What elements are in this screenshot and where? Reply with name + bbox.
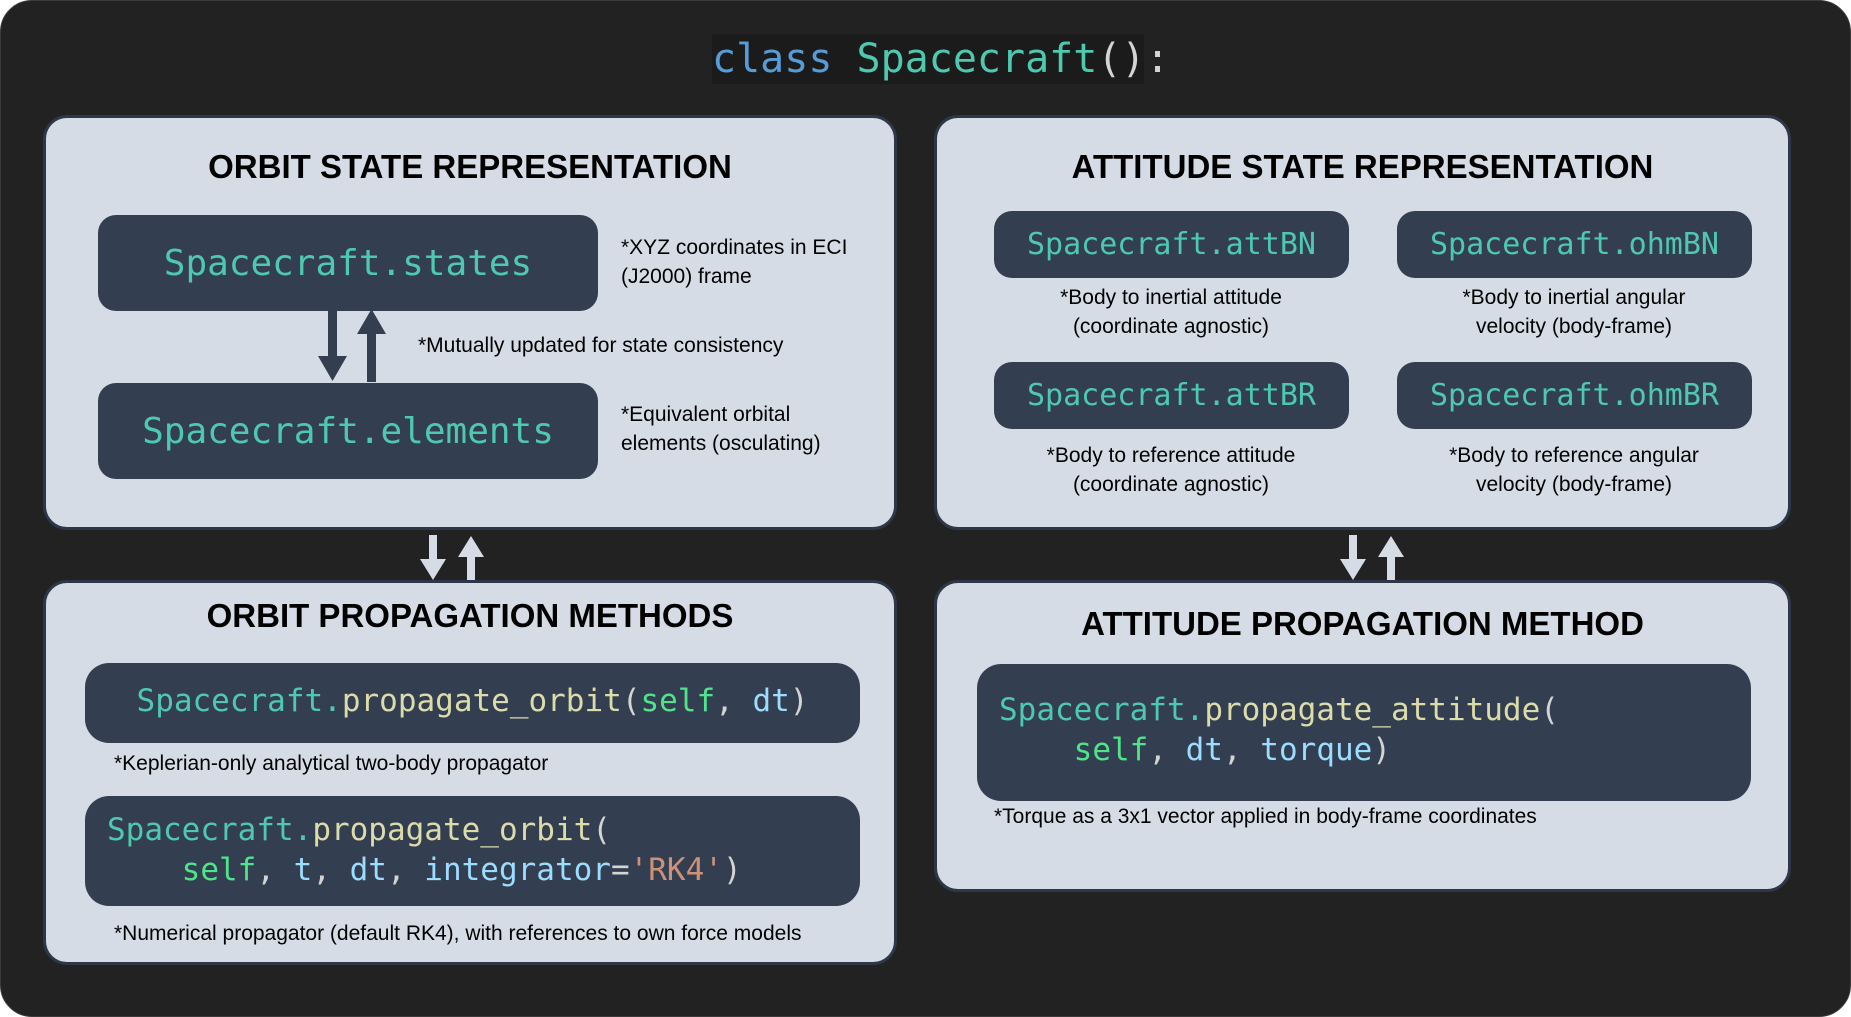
code-function: propagate_attitude — [1204, 692, 1541, 728]
mutual-update-note: *Mutually updated for state consistency — [418, 334, 784, 357]
code-comma: , — [386, 852, 425, 888]
code-arg-t: t — [293, 852, 313, 888]
kepler-note: *Keplerian-only analytical two-body prop… — [114, 752, 549, 775]
orbit-propagation-title: ORBIT PROPAGATION METHODS — [206, 597, 734, 634]
code-arg-dt: dt — [1185, 732, 1223, 768]
code-equals: = — [610, 852, 630, 888]
code-paren: ( — [621, 683, 641, 719]
ohmBR-note: *Body to reference angular velocity (bod… — [1374, 441, 1774, 499]
code-string-rk4: 'RK4' — [629, 852, 723, 888]
attitude-state-title: ATTITUDE STATE REPRESENTATION — [1071, 148, 1654, 185]
code-comma: , — [312, 852, 350, 888]
elements-note-line-1: *Equivalent orbital — [621, 403, 791, 426]
attitude-propagation-panel: ATTITUDE PROPAGATION METHOD Spacecraft.p… — [934, 580, 1791, 892]
code-comma: , — [256, 852, 294, 888]
arrow-down-icon — [1340, 535, 1366, 580]
ohmBR-pill: Spacecraft.ohmBR — [1397, 362, 1752, 429]
class-suffix: (): — [1097, 36, 1170, 82]
elements-pill: Spacecraft.elements — [98, 383, 598, 479]
attBR-note: *Body to reference attitude (coordinate … — [971, 441, 1371, 499]
class-keyword: class — [712, 36, 833, 82]
ohmBN-pill: Spacecraft.ohmBN — [1397, 211, 1752, 278]
code-paren: ) — [789, 683, 809, 719]
class-name: Spacecraft — [856, 36, 1098, 82]
code-arg-torque: torque — [1260, 732, 1373, 768]
arrow-down-icon — [420, 535, 446, 580]
code-object: Spacecraft. — [136, 683, 342, 719]
orbit-state-title: ORBIT STATE REPRESENTATION — [208, 148, 732, 185]
code-arg-dt: dt — [752, 683, 790, 719]
code-paren: ( — [1540, 692, 1559, 728]
states-pill: Spacecraft.states — [98, 215, 598, 311]
ohmBN-note-line-1: *Body to inertial angular — [1462, 286, 1686, 309]
states-note-line-1: *XYZ coordinates in ECI — [621, 236, 848, 259]
orbit-state-panel: ORBIT STATE REPRESENTATION Spacecraft.st… — [43, 115, 897, 530]
code-object: Spacecraft. — [999, 692, 1205, 728]
code-paren: ) — [722, 852, 742, 888]
attBN-pill: Spacecraft.attBN — [994, 211, 1349, 278]
arrow-up-icon — [458, 536, 484, 581]
orbit-propagation-panel: ORBIT PROPAGATION METHODS Spacecraft.pro… — [43, 580, 897, 965]
kepler-propagate-code: Spacecraft.propagate_orbit(self, dt) — [85, 663, 860, 743]
torque-note: *Torque as a 3x1 vector applied in body-… — [994, 805, 1537, 828]
ohmBR-note-line-2: velocity (body-frame) — [1475, 473, 1673, 496]
code-indent — [107, 852, 182, 888]
class-header: class Spacecraft(): — [712, 34, 1170, 84]
states-elements-arrows — [318, 308, 386, 382]
code-comma: , — [1148, 732, 1186, 768]
attBR-note-line-1: *Body to reference attitude — [1046, 444, 1296, 467]
attBR-pill: Spacecraft.attBR — [994, 362, 1349, 429]
states-note: *XYZ coordinates in ECI (J2000) frame — [621, 233, 847, 291]
code-paren: ( — [592, 812, 611, 848]
attBN-note-line-1: *Body to inertial attitude — [1060, 286, 1282, 309]
ohmBN-note: *Body to inertial angular velocity (body… — [1374, 283, 1774, 341]
code-arg-dt: dt — [349, 852, 387, 888]
attBR-note-line-2: (coordinate agnostic) — [1072, 473, 1270, 496]
attitude-propagate-code: Spacecraft.propagate_attitude( self, dt,… — [977, 664, 1751, 801]
code-self: self — [1073, 732, 1149, 768]
attBN-note-line-2: (coordinate agnostic) — [1072, 315, 1270, 338]
code-arg-integrator: integrator — [424, 852, 611, 888]
numeric-propagate-code: Spacecraft.propagate_orbit( self, t, dt,… — [85, 796, 860, 906]
code-self: self — [181, 852, 257, 888]
arrow-down-icon — [318, 308, 347, 381]
code-function: propagate_orbit — [341, 683, 622, 719]
numeric-note: *Numerical propagator (default RK4), wit… — [114, 922, 802, 945]
attitude-panels-arrows — [1340, 535, 1404, 581]
attBN-note: *Body to inertial attitude (coordinate a… — [971, 283, 1371, 341]
code-indent — [999, 732, 1074, 768]
arrow-up-icon — [1378, 536, 1404, 581]
elements-note: *Equivalent orbital elements (osculating… — [621, 400, 821, 458]
code-function: propagate_orbit — [312, 812, 593, 848]
ohmBR-note-line-1: *Body to reference angular — [1449, 444, 1699, 467]
ohmBN-note-line-2: velocity (body-frame) — [1475, 315, 1673, 338]
attitude-propagation-title: ATTITUDE PROPAGATION METHOD — [1081, 605, 1644, 642]
attitude-state-panel: ATTITUDE STATE REPRESENTATION Spacecraft… — [934, 115, 1791, 530]
states-note-line-2: (J2000) frame — [621, 265, 752, 288]
code-object: Spacecraft. — [107, 812, 313, 848]
code-comma: , — [715, 683, 753, 719]
orbit-panels-arrows — [420, 535, 484, 581]
arrow-up-icon — [357, 309, 386, 382]
elements-note-line-2: elements (osculating) — [621, 432, 821, 455]
code-comma: , — [1222, 732, 1261, 768]
code-self: self — [640, 683, 716, 719]
code-paren: ) — [1372, 732, 1391, 768]
